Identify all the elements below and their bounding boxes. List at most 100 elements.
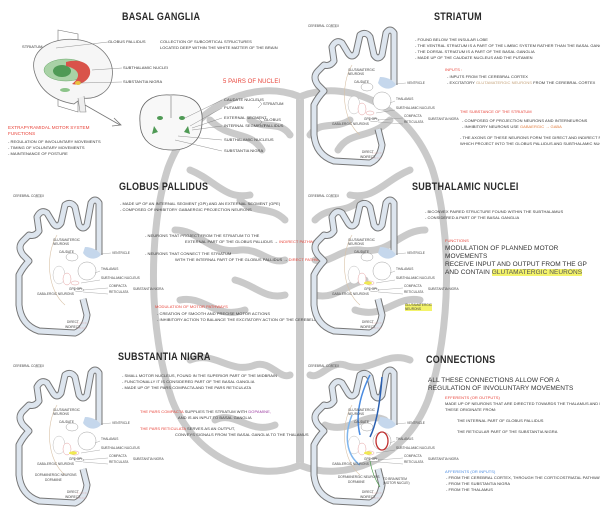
basal-ganglia-title: BASAL GANGLIA	[122, 11, 201, 23]
label-thalamus: THALAMUS	[396, 267, 414, 271]
subthalamic-nucleus-highlight	[69, 451, 77, 455]
text: EXTERNAL PART OF THE GLOBUS PALLIDUS →	[185, 239, 280, 244]
legend-indirect: INDIRECT	[360, 155, 376, 159]
label-gpe-gpi: GPE GPI	[364, 117, 378, 121]
text-line: NEURONS	[53, 241, 69, 246]
coronal-label-substantia-nigra: SUBSTANTIA NIGRA	[224, 148, 264, 153]
text-line: - INHIBITORY ACTION TO BALANCE THE EXCIT…	[157, 317, 323, 322]
label-gpe-gpi: GPE GPI	[364, 457, 378, 461]
sn-reticulata-1: THE PARS RETICULATA SERVES AS AN OUTPUT,	[140, 426, 235, 432]
text-line: NEURONS	[348, 241, 364, 246]
subthalamic-title: SUBTHALAMIC NUCLEI	[412, 181, 519, 193]
conn-panel-dopaminergic: DOPAMINERGIC NEURONS	[338, 475, 380, 479]
coronal-hemisphere-illustration	[310, 196, 407, 337]
legend-indirect: INDIRECT	[65, 325, 81, 329]
gp-direct-1: - NEURONS THAT CONNECT THE STRIATUM	[145, 251, 232, 256]
text-line: NEURONS	[348, 71, 364, 76]
glutamatergic-highlight: GLUTAMATERGIC NEURONS	[475, 80, 532, 85]
gaba-highlight: GABAERGIC → GABA	[519, 124, 562, 129]
striatum-neurons-title: THE SUBSTANCE OF THE STRIATUM	[460, 109, 532, 114]
label-ventricle: VENTRICLE	[112, 251, 130, 255]
pars-reticulata-label: THE PARS RETICULATA	[140, 426, 186, 431]
label-subthalamic-nuclei: SUBTHALAMIC NUCLEI	[123, 65, 169, 70]
substantia-nigra-title: SUBSTANTIA NIGRA	[118, 351, 211, 363]
coronal-label-caudate: CAUDATE NUCLEUS	[224, 97, 264, 102]
text-line: COLLECTION OF SUBCORTICAL STRUCTURES	[160, 39, 252, 44]
legend-direct: DIRECT	[362, 320, 374, 324]
text-line: - FROM THE CEREBRAL CORTEX, THROUGH THE …	[446, 475, 600, 480]
indirect-pathway-label: INDIRECT PATHWAY	[279, 239, 319, 244]
stn-function-2: RECEIVE INPUT AND OUTPUT FROM THE GP AND…	[445, 261, 595, 277]
text-line: GLUTAMATERGIC	[53, 408, 80, 412]
text-line: - MAINTENANCE OF POSTURE	[8, 151, 68, 156]
text-line: GLUTAMATERGIC	[348, 68, 375, 72]
stn-functions: MODULATION OF PLANNED MOTOR MOVEMENTS RE…	[445, 245, 595, 277]
sn-panel-dopaminergic: DOPAMINERGIC NEURONS	[35, 473, 77, 477]
label-cerebral-cortex: CEREBRAL CORTEX	[308, 24, 340, 28]
text: SERVES AS AN OUTPUT,	[185, 426, 236, 431]
text-line: - FROM THE SUBSTANTIA NIGRA	[446, 481, 511, 486]
afferent-pathway	[357, 374, 371, 436]
coronal-label-external-segment: EXTERNAL SEGMENT	[224, 115, 267, 120]
label-thalamus: THALAMUS	[101, 437, 119, 441]
gp-indirect-1: - NEURONS THAT PROJECT FROM THE STRIATUM…	[145, 233, 260, 238]
conn-panel-brainstem: TO BRAINSTEM(MOTOR NUCLEI)	[383, 477, 410, 485]
coronal-hemisphere-illustration	[310, 366, 407, 507]
label-substantia-nigra: SUBSTANTIA NIGRA	[428, 117, 459, 121]
sn-compacta-2: AND IS AN INPUT TO BASAL GANGLIA	[178, 415, 252, 420]
text-line: - FOUND BELOW THE INSULAR LOBE	[415, 37, 488, 42]
label-subthalamic-nucleus: SUBTHALAMIC NUCLEUS	[101, 446, 140, 450]
label-compacta: COMPACTA	[404, 284, 422, 288]
label-compacta: COMPACTA	[404, 454, 422, 458]
label-cerebral-cortex: CEREBRAL CORTEX	[13, 194, 45, 198]
striatum-inputs: - INPUTS FROM THE CEREBRAL CORTEX - EXCI…	[447, 74, 595, 86]
sn-bullets: - SMALL MOTOR NUCLEUS, FOUND IN THE SUPE…	[122, 373, 277, 391]
text-line: - THE DORSAL STRIATUM IS A PART OF THE B…	[415, 49, 535, 54]
legend-indirect: INDIRECT	[360, 325, 376, 329]
dopamine-highlight: DOPAMINE,	[248, 409, 271, 414]
striatum-neurons: - COMPOSED OF PROJECTION NEURONS AND INT…	[462, 118, 587, 130]
label-ventricle: VENTRICLE	[407, 251, 425, 255]
text-line: - THE AXONS OF THESE NEURONS FORM THE DI…	[460, 135, 600, 140]
coronal-label-subthalamic: SUBTHALAMIC NUCLEUS	[224, 137, 274, 142]
label-thalamus: THALAMUS	[396, 437, 414, 441]
text-line: - REGULATION OF INVOLUNTARY MOVEMENTS	[8, 139, 101, 144]
label-reticulata: RETICULATA	[404, 290, 424, 294]
label-substantia-nigra: SUBSTANTIA NIGRA	[123, 79, 163, 84]
label-cerebral-cortex: CEREBRAL CORTEX	[308, 194, 340, 198]
text-line: GLOBUS	[264, 117, 281, 122]
pars-compacta-label: THE PARS COMPACTA	[140, 409, 184, 414]
text-line: - COMPOSED OF INHIBITORY GABAERGIC PROJE…	[120, 207, 252, 212]
text-line: NEURONS	[53, 411, 69, 416]
subthalamic-nucleus-highlight	[364, 451, 372, 455]
label-compacta: COMPACTA	[404, 114, 422, 118]
efferent-thalamus-ring	[375, 431, 389, 451]
afferent-pathway	[346, 414, 361, 466]
label-reticulata: RETICULATA	[404, 460, 424, 464]
text-line: - FUNCTIONALLY IT IS CONSIDERED PART OF …	[122, 379, 255, 384]
label-compacta: COMPACTA	[109, 284, 127, 288]
text: - INHIBITORY NEURONS USE	[462, 124, 520, 129]
text-line: WHICH PROJECT INTO THE GLOBUS PALLIDUS A…	[460, 141, 600, 146]
coronal-label-striatum: STRIATUM	[263, 101, 284, 106]
label-gaba-ergic-neurons: GABA-ERGIC NEURONS	[332, 292, 369, 296]
efferent-1: THE INTERNAL PART OF GLOBUS PALLIDUS	[457, 418, 544, 423]
label-gaba-ergic-neurons: GABA-ERGIC NEURONS	[37, 462, 74, 466]
label-caudate: CAUDATE	[59, 420, 74, 424]
text-line: GLUTAMATERGIC	[405, 303, 432, 307]
striatum-input-1: - INPUTS FROM THE CEREBRAL CORTEX	[447, 74, 528, 79]
striatum-bullets: - FOUND BELOW THE INSULAR LOBE- THE VENT…	[415, 37, 600, 61]
text-line: - MADE UP OF AN INTERNAL SEGMENT (GPI) A…	[120, 201, 281, 206]
label-subthalamic-nucleus: SUBTHALAMIC NUCLEUS	[396, 106, 435, 110]
legend-direct: DIRECT	[67, 320, 79, 324]
afferents-list: - FROM THE CEREBRAL CORTEX, THROUGH THE …	[446, 475, 600, 493]
afferent-pathway	[369, 376, 383, 438]
coronal-label-putamen: PUTAMEN	[224, 105, 244, 110]
striatum-neurons-1: - COMPOSED OF PROJECTION NEURONS AND INT…	[462, 118, 588, 123]
label-subthalamic-nucleus: SUBTHALAMIC NUCLEUS	[101, 276, 140, 280]
